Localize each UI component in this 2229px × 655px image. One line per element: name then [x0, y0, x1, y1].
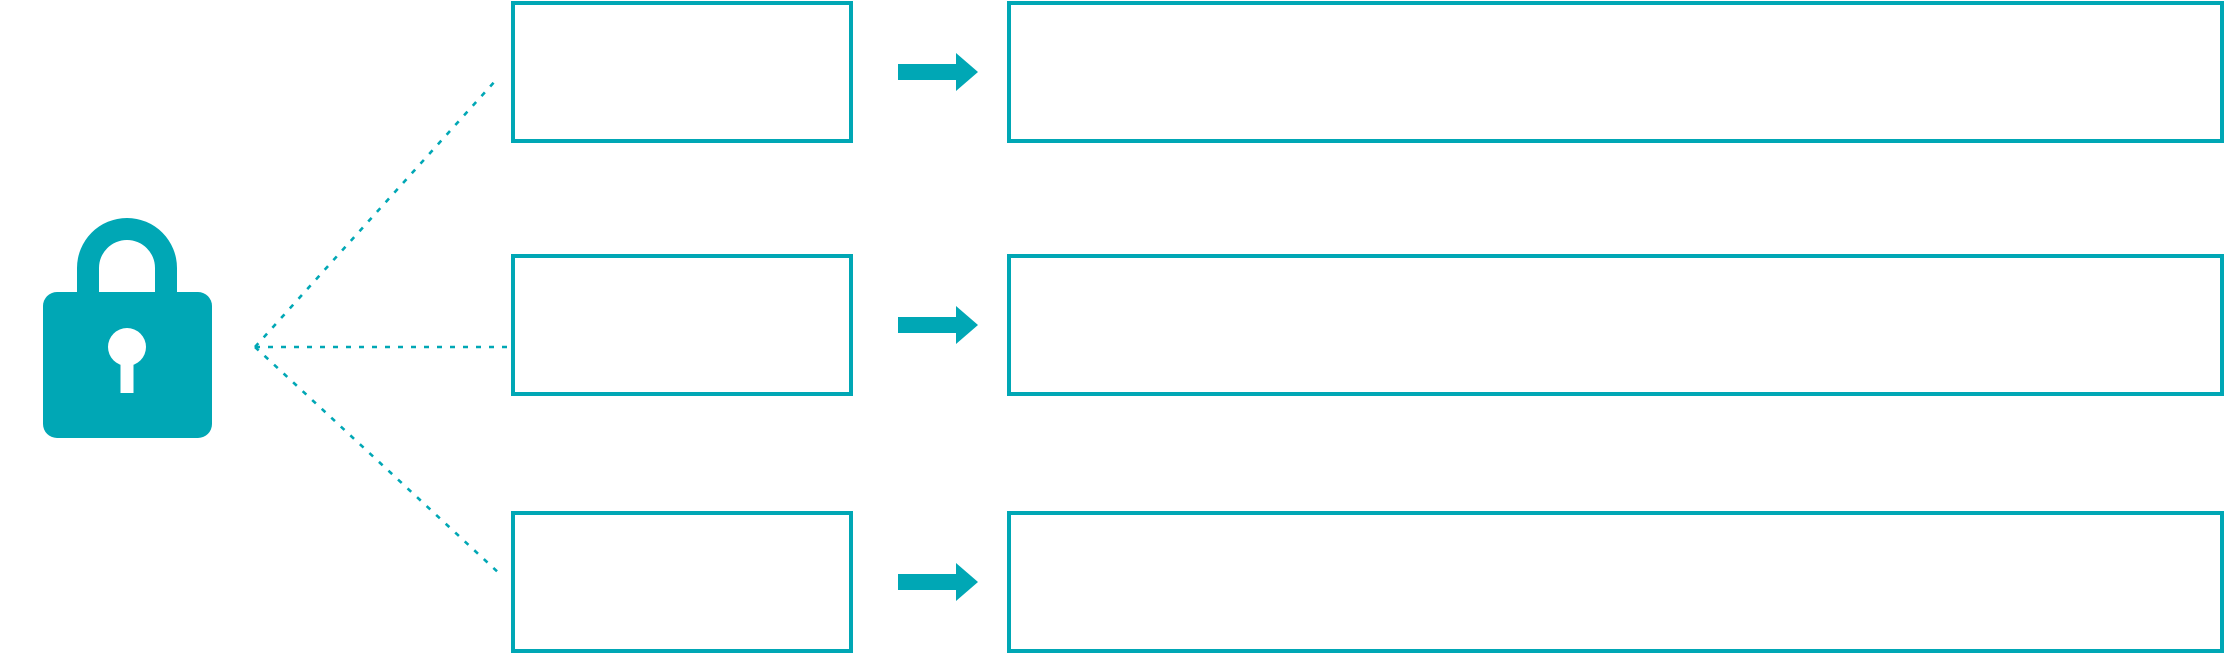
right-arrow-icon — [898, 563, 978, 601]
target-box-3 — [1007, 511, 2224, 653]
right-arrow-shape — [898, 53, 978, 91]
source-box-1 — [511, 1, 853, 143]
connector-line-top — [254, 79, 497, 348]
target-box-2 — [1007, 254, 2224, 396]
source-box-2 — [511, 254, 853, 396]
right-arrow-shape — [898, 306, 978, 344]
connector-line-bottom — [254, 346, 502, 576]
lock-shackle — [77, 218, 177, 300]
source-box-3 — [511, 511, 853, 653]
target-box-1 — [1007, 1, 2224, 143]
right-arrow-icon — [898, 53, 978, 91]
lock-keyhole-stem — [120, 347, 134, 393]
lock-icon — [43, 218, 212, 438]
right-arrow-shape — [898, 563, 978, 601]
right-arrow-icon — [898, 306, 978, 344]
